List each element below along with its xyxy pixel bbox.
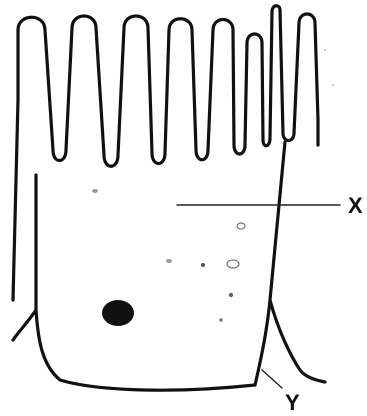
- cytoplasm-granule: [92, 189, 98, 193]
- artifact-dot: [324, 49, 326, 51]
- microvilli-border: [13, 6, 318, 300]
- cell-membrane: [13, 175, 255, 390]
- label-x: X: [348, 193, 363, 218]
- artifact-dot: [332, 84, 334, 86]
- cytoplasm-granule: [219, 318, 223, 322]
- cytoplasm-vesicle: [227, 260, 239, 268]
- label-y-leader: [262, 370, 282, 388]
- cytoplasm-granule: [201, 263, 205, 267]
- cytoplasm-granule: [166, 259, 172, 263]
- cytoplasm-vesicle: [237, 223, 245, 229]
- cytoplasm-granule: [229, 293, 233, 297]
- right-lateral-membrane: [255, 142, 325, 385]
- label-y: Y: [285, 390, 300, 415]
- nucleus: [102, 300, 134, 326]
